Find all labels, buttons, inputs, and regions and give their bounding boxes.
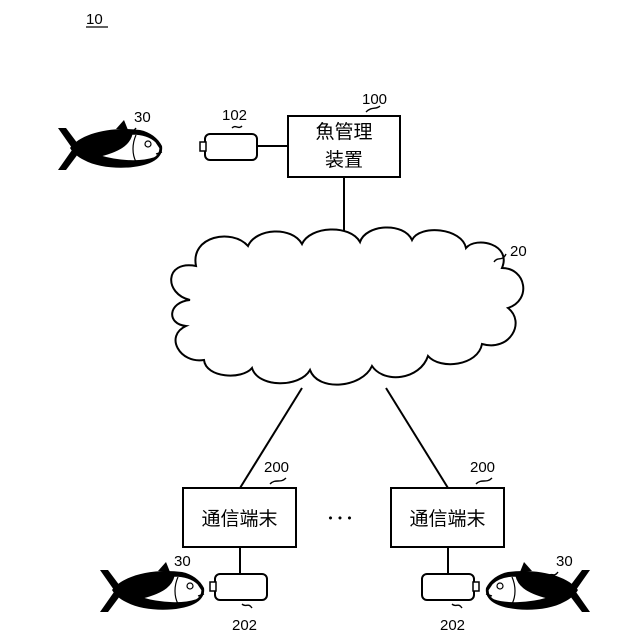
camera-202-left-lens-icon bbox=[210, 582, 216, 591]
fish-management-device-label-line2: 装置 bbox=[325, 149, 363, 171]
camera-102-leader bbox=[232, 126, 242, 128]
fish-bottom-right-ref: 30 bbox=[556, 553, 573, 570]
communication-terminal-left-leader bbox=[270, 478, 286, 484]
fish-top-left-ref: 30 bbox=[134, 109, 151, 126]
terminal-ellipsis: ･･･ bbox=[326, 508, 355, 530]
camera-102-icon bbox=[205, 134, 257, 160]
communication-terminal-right-label: 通信端末 bbox=[409, 508, 485, 530]
communication-terminal-left-ref: 200 bbox=[264, 459, 289, 476]
camera-102-lens-icon bbox=[200, 142, 206, 151]
camera-202-right-leader bbox=[452, 604, 462, 608]
camera-202-right-ref: 202 bbox=[440, 617, 465, 634]
network-cloud-icon bbox=[171, 227, 523, 384]
fish-management-device-ref: 100 bbox=[362, 91, 387, 108]
network-terminal-right-link bbox=[386, 388, 448, 488]
camera-202-left-icon bbox=[215, 574, 267, 600]
fish-bottom-left-ref: 30 bbox=[174, 553, 191, 570]
fish-top-left-icon bbox=[58, 120, 162, 170]
communication-terminal-right-ref: 200 bbox=[470, 459, 495, 476]
camera-202-right-lens-icon bbox=[473, 582, 479, 591]
fish-management-device-label-line1: 魚管理 bbox=[315, 121, 372, 143]
communication-terminal-left-label: 通信端末 bbox=[201, 508, 277, 530]
communication-terminal-right-leader bbox=[476, 478, 492, 484]
camera-202-left-ref: 202 bbox=[232, 617, 257, 634]
figure-number: 10 bbox=[86, 11, 103, 28]
camera-202-left-leader bbox=[242, 604, 252, 608]
fish-bottom-right-icon bbox=[486, 562, 590, 612]
camera-102-ref: 102 bbox=[222, 107, 247, 124]
network-ref: 20 bbox=[510, 243, 527, 260]
camera-202-right-icon bbox=[422, 574, 474, 600]
